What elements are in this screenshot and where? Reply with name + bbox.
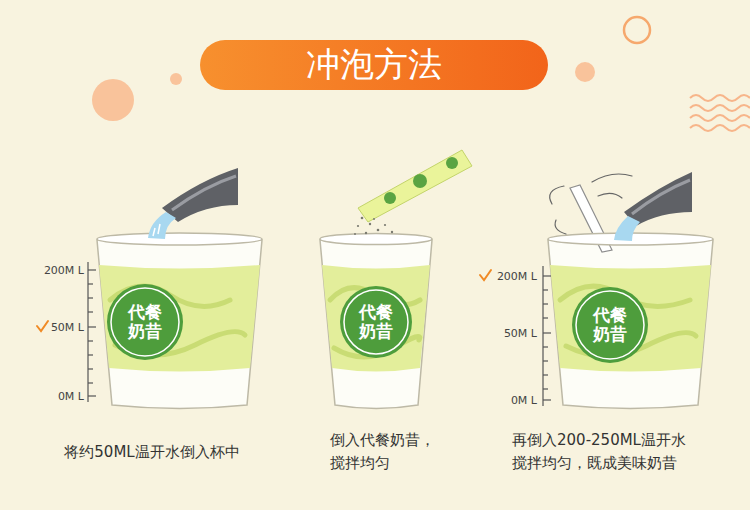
logo-ring (344, 290, 408, 354)
scale-label: 200M L (44, 264, 84, 277)
deco-waves (690, 95, 750, 131)
scale-tick (88, 354, 93, 355)
scale-line (87, 262, 88, 402)
scale-tick (543, 289, 548, 290)
scale-tick (543, 388, 548, 389)
deco-circle (170, 73, 182, 85)
scale-label: 0M L (58, 390, 84, 403)
cup-band (322, 265, 430, 372)
logo-text: 代餐奶昔 (359, 303, 394, 340)
step-caption: 再倒入200-250ML温开水 搅拌均匀，既成美味奶昔 (512, 429, 727, 474)
cup-rim (97, 233, 262, 245)
sachet-logo (413, 174, 427, 188)
step-caption: 倒入代餐奶昔， 搅拌均匀 (330, 429, 455, 474)
scale-tick (88, 311, 93, 312)
logo-disc (572, 287, 648, 363)
powder-dot (357, 225, 359, 227)
wave-line (690, 95, 750, 101)
title: 冲泡方法 (306, 42, 442, 88)
scale-tick (543, 317, 548, 318)
scale-tick (543, 374, 548, 375)
logo-ring (576, 291, 644, 359)
scale-tick (543, 332, 551, 333)
powder-dot (365, 232, 367, 234)
logo-circle: 代餐奶昔 (340, 286, 412, 358)
sachet-logo (446, 157, 458, 169)
cup-body (97, 240, 262, 409)
scale-tick (88, 395, 96, 396)
scale-line (542, 266, 543, 406)
deco-ring (624, 17, 650, 43)
wave-line (690, 105, 750, 111)
scale-tick (88, 368, 93, 369)
scale-tick (88, 269, 96, 270)
check-mark (37, 321, 48, 331)
stir-line (592, 174, 632, 182)
powder-dot (369, 223, 371, 225)
cup-rim (320, 234, 432, 245)
scale-tick (543, 303, 548, 304)
powder-dot (391, 231, 393, 233)
title-pill (200, 40, 548, 90)
water-stream (614, 216, 640, 241)
scale-label: 0M L (511, 394, 537, 407)
powder (354, 217, 393, 235)
scale-tick (88, 382, 93, 383)
cup-band (550, 265, 711, 372)
logo-disc (107, 284, 183, 360)
stir-line (555, 220, 566, 234)
deco-circle (92, 79, 134, 121)
powder-dot (377, 229, 380, 232)
logo-circle: 代餐奶昔 (572, 287, 648, 363)
cup-band (99, 265, 260, 372)
stir-line (550, 186, 564, 204)
wave-line (690, 115, 750, 121)
water-stream (148, 212, 176, 239)
sachet-logo (384, 192, 396, 204)
scale-tick (543, 399, 551, 400)
scale-tick (88, 283, 93, 284)
spout-highlight (172, 176, 236, 210)
scale-tick (543, 346, 548, 347)
scale (88, 262, 96, 402)
scale-tick (543, 360, 548, 361)
powder-dot (361, 217, 364, 220)
scale-tick (88, 326, 96, 327)
logo-circle: 代餐奶昔 (107, 284, 183, 360)
powder-dot (384, 224, 386, 226)
logo-text: 代餐奶昔 (593, 306, 628, 343)
spout-highlight (632, 180, 690, 214)
stir-lines (550, 174, 632, 234)
deco-circle (575, 62, 595, 82)
cup-body (320, 240, 432, 409)
step-caption: 将约50ML温开水倒入杯中 (64, 441, 239, 464)
scale-label: 200M L (497, 270, 537, 283)
scale-tick (88, 340, 93, 341)
logo-text: 代餐奶昔 (128, 303, 163, 340)
cup-body (548, 240, 713, 409)
scale (543, 266, 551, 406)
kettle-spout (624, 172, 692, 226)
powder-dot (354, 233, 356, 235)
powder-dot (373, 218, 375, 220)
scale-label: 50M L (51, 321, 84, 334)
water-streak (153, 224, 160, 236)
scale-tick (543, 275, 551, 276)
logo-ring (111, 288, 179, 356)
check-mark (480, 270, 491, 280)
wave-line (690, 125, 750, 131)
logo-disc (340, 286, 412, 358)
stir-line (598, 193, 622, 198)
scale-tick (88, 297, 93, 298)
sachet (358, 150, 472, 222)
scale-label: 50M L (504, 327, 537, 340)
kettle-spout (162, 168, 238, 222)
